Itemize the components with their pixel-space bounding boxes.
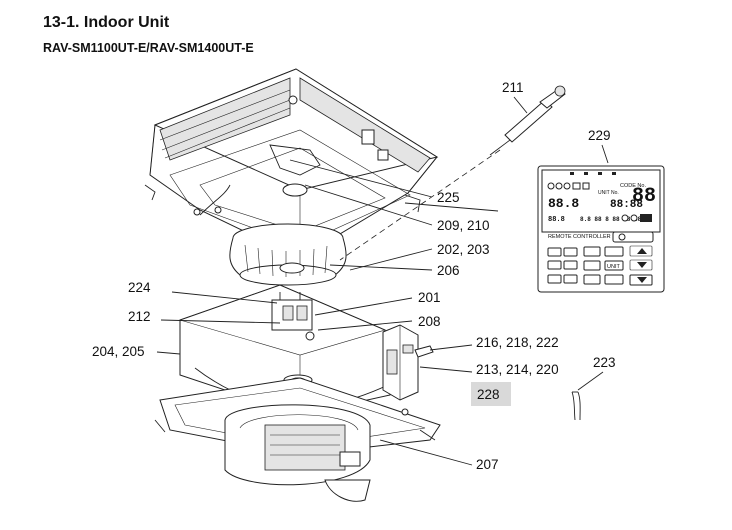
lcd-timer: 8.8 88 8 88 88 88 bbox=[580, 216, 642, 223]
callout-228: 228 bbox=[477, 387, 500, 402]
highlight-box-228 bbox=[471, 382, 511, 406]
callout-202: 202, 203 bbox=[437, 242, 490, 257]
callout-216: 216, 218, 222 bbox=[476, 335, 559, 350]
callout-225: 225 bbox=[437, 190, 460, 205]
assembly-axis bbox=[339, 149, 501, 261]
callout-229: 229 bbox=[588, 128, 611, 143]
callout-209: 209, 210 bbox=[437, 218, 490, 233]
callout-204: 204, 205 bbox=[92, 344, 145, 359]
remote-label: REMOTE CONTROLLER bbox=[548, 234, 611, 240]
callout-207: 207 bbox=[476, 457, 499, 472]
model-heading: RAV-SM1100UT-E/RAV-SM1400UT-E bbox=[43, 41, 254, 55]
callout-223: 223 bbox=[593, 355, 616, 370]
leader-lines bbox=[156, 96, 609, 466]
callout-206: 206 bbox=[437, 263, 460, 278]
remote-controller: 88.8 88:88 CODE No. 88 UNIT No. 88.8 8.8… bbox=[537, 165, 665, 293]
front-panel bbox=[154, 377, 441, 502]
callout-213: 213, 214, 220 bbox=[476, 362, 559, 377]
motor-bracket bbox=[271, 292, 315, 341]
lcd-code-label: CODE No. bbox=[620, 183, 646, 189]
lcd-temp: 88.8 bbox=[548, 216, 565, 224]
remote-unit-button: UNIT bbox=[607, 264, 620, 270]
lcd-unit-label: UNIT No. bbox=[598, 190, 619, 196]
lcd-set-temp: 88.8 bbox=[548, 196, 579, 211]
callout-212: 212 bbox=[128, 309, 151, 324]
casing-box bbox=[144, 68, 439, 259]
lcd-code-digits: 88 bbox=[632, 185, 656, 208]
callout-211: 211 bbox=[502, 80, 524, 95]
drain-hose-211 bbox=[489, 85, 566, 156]
callout-224: 224 bbox=[128, 280, 151, 295]
lcd-clock: 88:88 bbox=[610, 199, 643, 211]
fan-assembly bbox=[229, 223, 347, 286]
callout-201: 201 bbox=[418, 290, 441, 305]
part-223 bbox=[571, 391, 581, 421]
drain-pan bbox=[179, 284, 391, 416]
electrical-box bbox=[382, 324, 434, 401]
callout-208: 208 bbox=[418, 314, 441, 329]
section-heading: 13-1. Indoor Unit bbox=[43, 14, 170, 31]
